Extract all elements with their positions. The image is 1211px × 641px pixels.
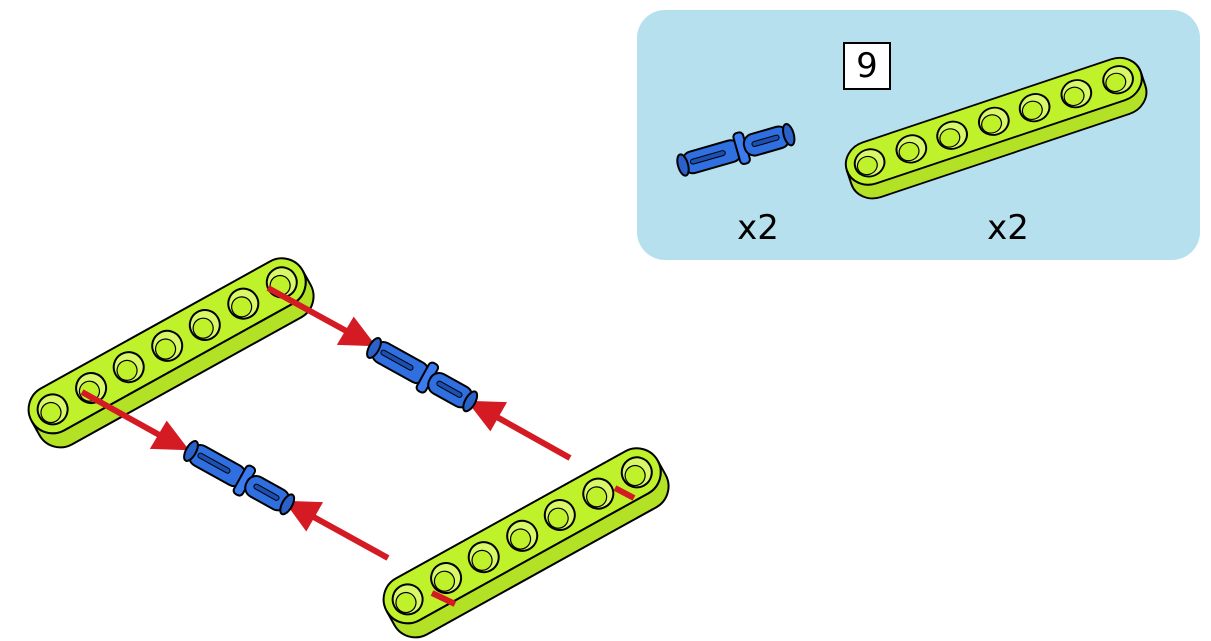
beam-upper [19,248,324,457]
pin-quantity-label: x2 [737,208,779,248]
beam-lower [374,438,679,641]
arrow-upper-left [80,389,190,451]
pin-insert-mark-right [613,485,636,501]
pin-left [177,433,301,522]
beam-quantity-label: x2 [987,208,1029,248]
arrow-lower-left [283,500,390,561]
step-number-badge: 9 [843,42,891,90]
arrow-lower-right [466,400,572,461]
arrow-upper-right [266,285,377,347]
pin-insert-mark-left [430,590,457,607]
pin-right [360,330,484,419]
